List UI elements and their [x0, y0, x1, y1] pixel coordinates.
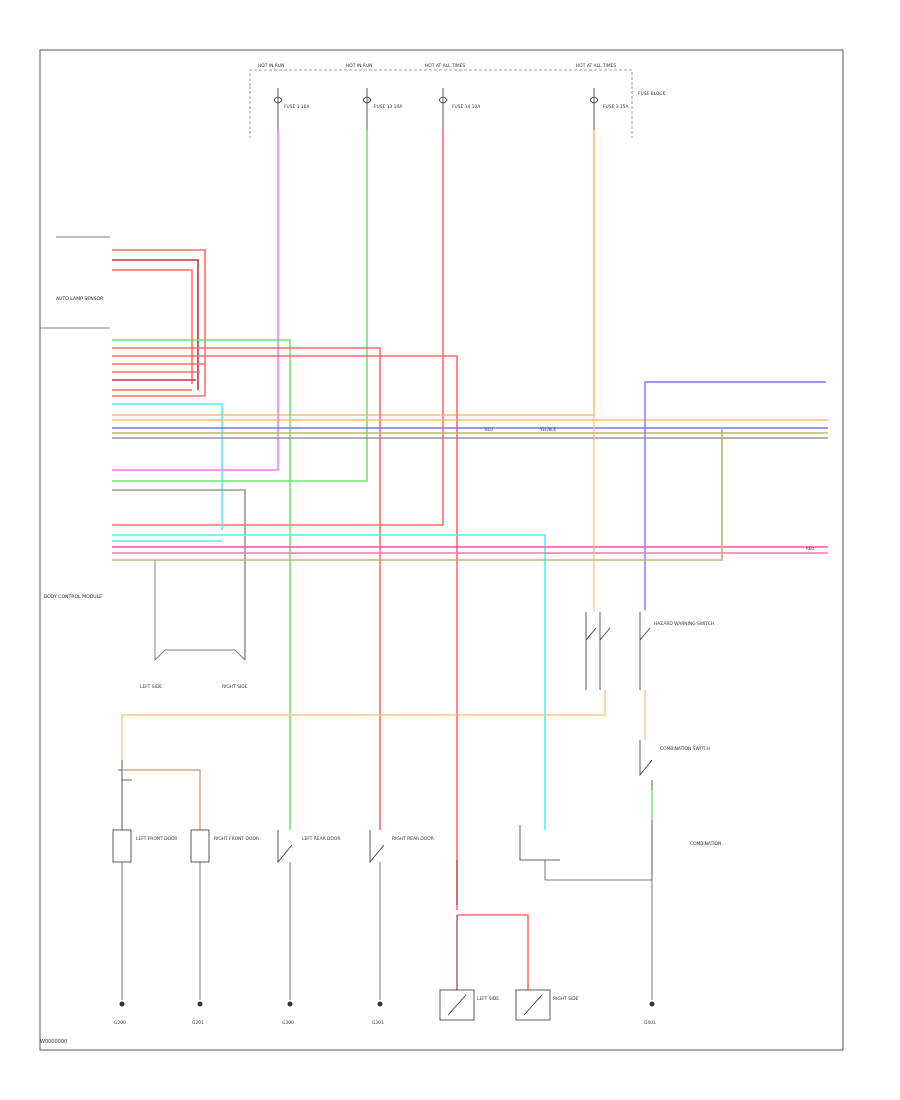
fuse-4-title: HOT AT ALL TIMES — [576, 63, 616, 69]
supply-wires — [112, 130, 595, 526]
module-label: BODY CONTROL MODULE — [44, 594, 102, 600]
left-lamp-label: LEFT SIDE — [140, 684, 162, 690]
ground-label-3: G300 — [282, 1020, 294, 1026]
lamp-coils — [456, 860, 529, 990]
combo-switch — [639, 740, 653, 880]
left-side-lamp-label: LEFT SIDE — [477, 996, 499, 1002]
ground-label-2: G201 — [192, 1020, 204, 1026]
diagram-frame — [39, 49, 844, 1051]
combo-switch-label: COMBINATION SWITCH — [660, 746, 710, 752]
wire-text-blu: BLU — [485, 427, 493, 432]
sensor-wires — [112, 249, 206, 396]
fuse-symbols — [273, 88, 599, 130]
hazard-switch — [585, 612, 651, 690]
fuse-3-title: HOT AT ALL TIMES — [425, 63, 465, 69]
fuse-2-title: HOT IN RUN — [346, 63, 372, 69]
combo-switch-label-2: COMBINATION — [690, 841, 721, 847]
wire-text-red: RED — [806, 546, 814, 551]
ground-symbols — [119, 1001, 655, 1007]
right-side-lamp-label: RIGHT SIDE — [553, 996, 579, 1002]
fuse-1-rating: FUSE 1 10A — [284, 104, 309, 110]
component-3-label: LEFT REAR DOOR — [302, 836, 340, 842]
wire-blue-hazard — [644, 381, 826, 610]
wire-orange-bottom — [121, 690, 606, 760]
fuse-block-label: FUSE BLOCK — [638, 91, 666, 97]
ground-wires — [121, 860, 653, 1000]
right-lamp-label: RIGHT SIDE — [222, 684, 248, 690]
wire-pink — [112, 130, 279, 471]
top-sensor-label: AUTO LAMP SENSOR — [56, 296, 104, 302]
hazard-switch-label: HAZARD WARNING SWITCH — [654, 621, 714, 627]
wire-brown-switch — [122, 769, 201, 830]
fuse-1-title: HOT IN RUN — [258, 63, 284, 69]
fuse-2-rating: FUSE 13 10A — [374, 104, 402, 110]
fuse-3-rating: FUSE 14 10A — [452, 104, 480, 110]
ground-label-1: G200 — [114, 1020, 126, 1026]
lower-module-wires — [112, 428, 828, 830]
diagram-code: W0000000 — [40, 1039, 68, 1045]
component-2-label: RIGHT FRONT DOOR — [214, 836, 259, 842]
ground-label-5: G401 — [644, 1020, 656, 1026]
side-lamps — [439, 989, 551, 1021]
wire-green — [112, 130, 368, 482]
wire-gray-loop — [154, 560, 246, 662]
bottom-devices — [112, 825, 560, 864]
component-1-label: LEFT FRONT DOOR — [136, 836, 177, 842]
fuse-4-rating: FUSE 3 15A — [603, 104, 628, 110]
ground-label-4: G301 — [372, 1020, 384, 1026]
module-wires — [112, 339, 828, 910]
fuse-block-bracket — [249, 69, 633, 86]
wire-text-yelblk: YEL/BLK — [539, 427, 557, 432]
left-door-switch — [118, 760, 132, 830]
component-4-label: RIGHT REAR DOOR — [392, 836, 434, 842]
